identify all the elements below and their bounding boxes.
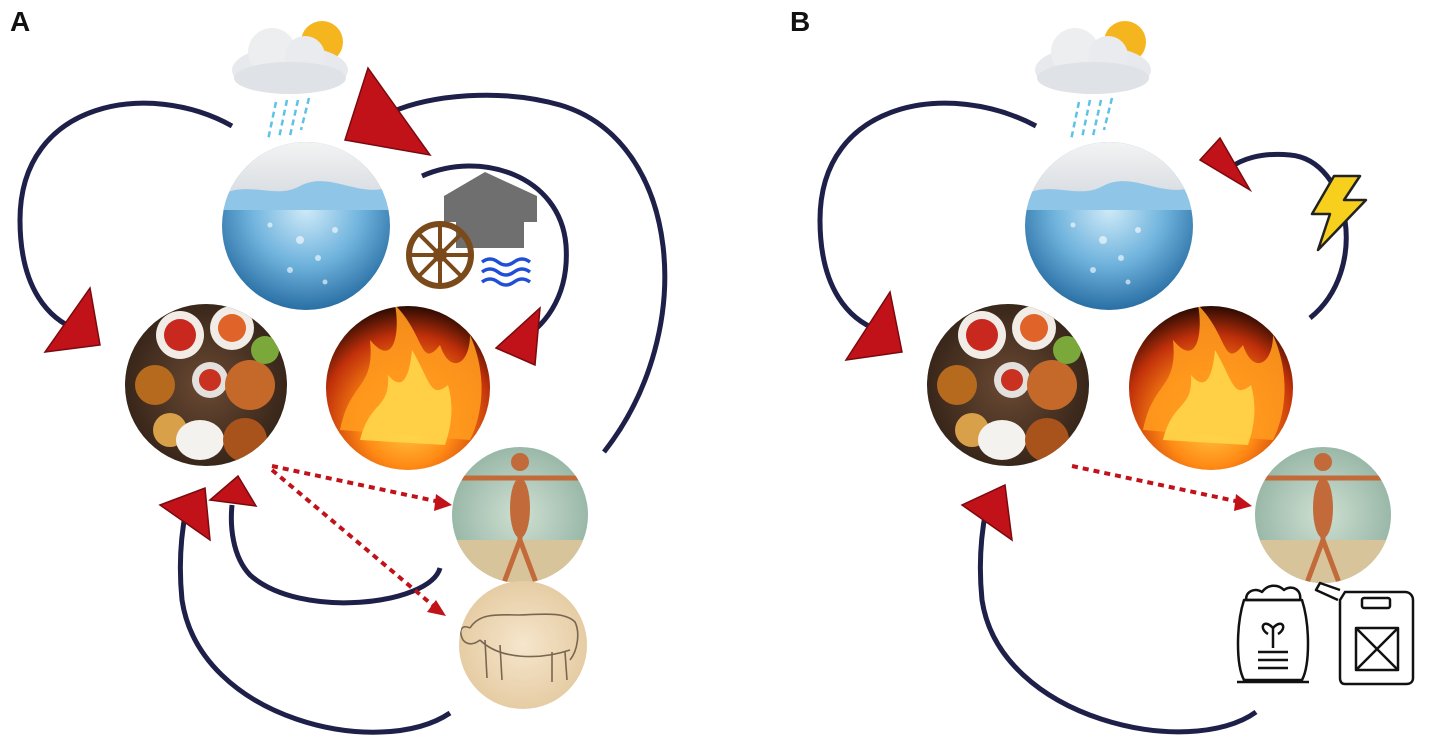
dotted-arrow-food-to-human-b: [1071, 464, 1241, 504]
arrow-human-to-water-a: [390, 92, 668, 454]
food-platter-icon: [125, 304, 287, 466]
arrow-ox-to-food-a: [177, 509, 452, 735]
dotted-arrowhead-human-a: [434, 494, 452, 511]
arrowhead-food-a-2: [158, 486, 211, 542]
vitruvian-man-icon: [1255, 447, 1391, 583]
ox-drawing-icon: [459, 581, 587, 709]
arrowhead-water-a: [344, 66, 432, 157]
food-platter-icon: [927, 304, 1089, 466]
arrow-inputs-to-food-b: [977, 509, 1258, 735]
fire-icon: [326, 306, 490, 470]
vitruvian-man-icon: [452, 447, 588, 583]
arrowhead-food-b-2: [960, 483, 1013, 542]
water-sphere-icon: [222, 142, 390, 310]
fire-icon: [1129, 306, 1293, 470]
water-sphere-icon: [1025, 142, 1193, 310]
cloud-sun-rain-icon: [232, 21, 348, 141]
lightning-bolt-icon: [1310, 174, 1368, 252]
arrowhead-fire-a: [494, 306, 541, 367]
dotted-arrowhead-human-b: [1234, 494, 1252, 511]
panel-label-a: A: [10, 6, 31, 37]
fuel-jerrycan-icon: [1314, 581, 1415, 686]
arrow-fire-to-water-b: [1228, 151, 1349, 320]
panel-label-b: B: [790, 6, 811, 37]
arrowhead-food-a-3: [208, 474, 258, 507]
arrowhead-water-b: [1198, 136, 1253, 193]
arrowhead-food-b-1: [844, 290, 903, 361]
cloud-sun-rain-icon: [1035, 21, 1151, 141]
arrow-human-to-food-a: [228, 504, 443, 606]
arrowhead-food-a-1: [43, 286, 101, 353]
fertilizer-bag-icon: [1236, 584, 1310, 684]
dotted-arrow-food-to-human-a: [271, 464, 441, 504]
arrow-weather-to-food-a: [17, 100, 234, 333]
arrow-watermill-to-fire-a: [420, 163, 569, 343]
dotted-arrowhead-ox-a: [427, 600, 446, 616]
arrow-weather-to-food-b: [817, 100, 1038, 333]
dotted-arrow-food-to-ox-a: [270, 468, 438, 610]
watermill-icon: [406, 172, 537, 289]
